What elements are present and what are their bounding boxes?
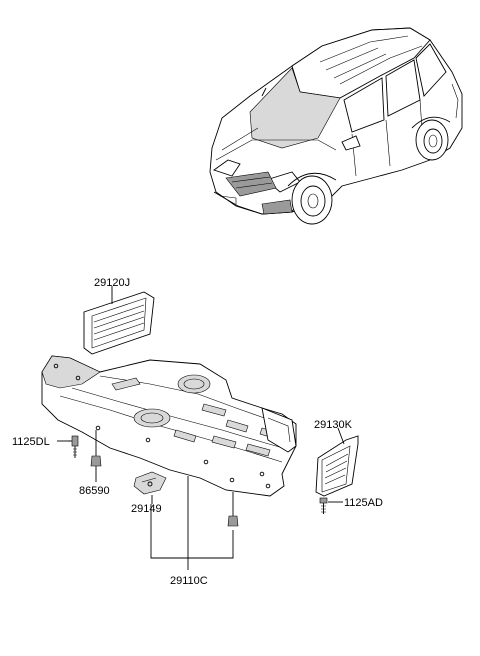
label-29130k: 29130K bbox=[314, 419, 353, 431]
bracket-29149 bbox=[133, 471, 167, 504]
label-29120j: 29120J bbox=[94, 277, 130, 289]
clip-86590 bbox=[90, 430, 102, 478]
cover-panel-29120j bbox=[83, 286, 155, 355]
label-29110c: 29110C bbox=[170, 575, 208, 587]
label-1125ad: 1125AD bbox=[344, 497, 383, 509]
leader-lines bbox=[57, 440, 234, 570]
vehicle-illustration bbox=[209, 27, 463, 225]
side-panel-29130k bbox=[315, 427, 359, 497]
labels: 29120J 1125DL 86590 29149 29110C 29130K … bbox=[12, 277, 383, 587]
clip-right bbox=[227, 492, 239, 527]
bolt-1125dl bbox=[68, 435, 79, 458]
label-29149: 29149 bbox=[131, 503, 162, 515]
label-86590: 86590 bbox=[79, 485, 110, 497]
bolt-1125ad bbox=[319, 497, 343, 514]
label-1125dl: 1125DL bbox=[12, 436, 50, 448]
under-cover-29110c bbox=[41, 355, 297, 497]
